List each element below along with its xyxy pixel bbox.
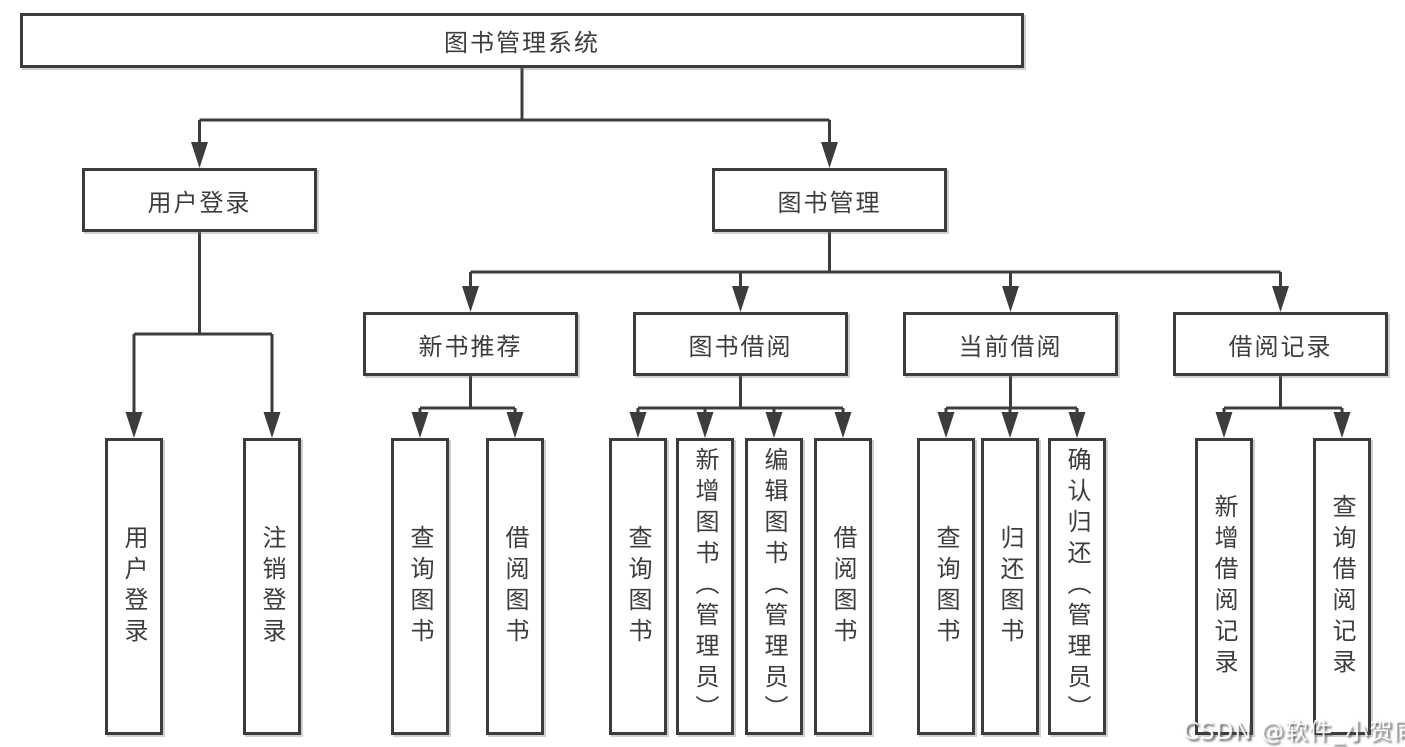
leaf-label: 查询借阅记录 (1328, 493, 1356, 680)
leaf-label: 新增图书（管理员） (691, 447, 719, 726)
node-book-borrow: 图书借阅 (633, 312, 848, 376)
leaf-label: 查询图书 (624, 524, 652, 649)
leaf-query-books-current: 查询图书 (917, 438, 975, 735)
leaf-label: 查询图书 (406, 524, 434, 649)
leaf-confirm-return-admin: 确认归还（管理员） (1048, 438, 1106, 735)
node-book-management: 图书管理 (712, 168, 947, 232)
leaf-label: 编辑图书（管理员） (760, 447, 788, 726)
leaf-logout: 注销登录 (243, 438, 301, 735)
node-root-system: 图书管理系统 (20, 13, 1024, 68)
leaf-label: 借阅图书 (501, 524, 529, 649)
leaf-query-books-recommend: 查询图书 (391, 438, 449, 735)
leaf-query-books-borrow: 查询图书 (609, 438, 667, 735)
node-current-borrow: 当前借阅 (903, 312, 1118, 376)
leaf-query-borrow-record: 查询借阅记录 (1313, 438, 1371, 735)
csdn-watermark: CSDN @软件_小贺同学 (1183, 719, 1405, 745)
node-new-book-recommend: 新书推荐 (363, 312, 578, 376)
leaf-label: 借阅图书 (829, 524, 857, 649)
leaf-label: 注销登录 (258, 524, 286, 649)
leaf-return-books: 归还图书 (981, 438, 1039, 735)
node-borrow-records: 借阅记录 (1173, 312, 1388, 376)
leaf-add-books-admin: 新增图书（管理员） (676, 438, 734, 735)
leaf-user-login: 用户登录 (105, 438, 163, 735)
leaf-label: 确认归还（管理员） (1063, 447, 1091, 726)
leaf-label: 查询图书 (932, 524, 960, 649)
leaf-edit-books-admin: 编辑图书（管理员） (745, 438, 803, 735)
leaf-label: 用户登录 (120, 524, 148, 649)
leaf-borrow-books-recommend: 借阅图书 (486, 438, 544, 735)
leaf-label: 新增借阅记录 (1210, 493, 1238, 680)
leaf-borrow-books: 借阅图书 (814, 438, 872, 735)
leaf-label: 归还图书 (996, 524, 1024, 649)
leaf-add-borrow-record: 新增借阅记录 (1195, 438, 1253, 735)
node-user-login: 用户登录 (82, 168, 317, 232)
